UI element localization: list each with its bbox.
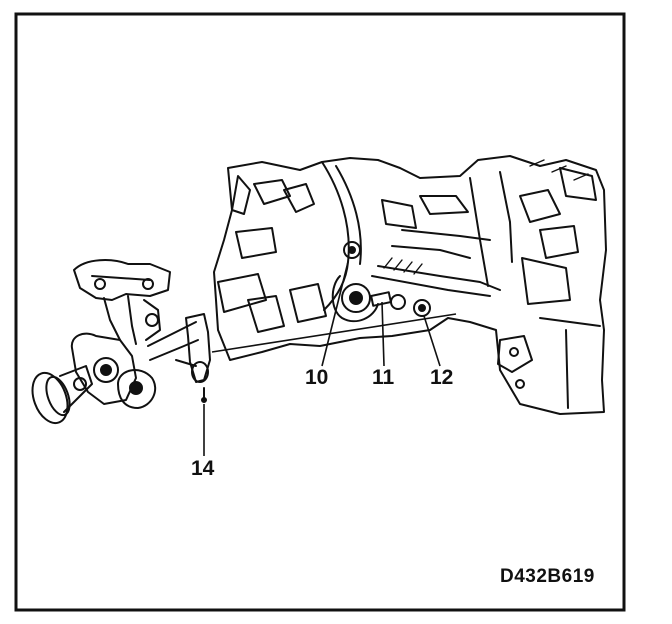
leader-lines — [203, 261, 441, 456]
callout-12: 12 — [430, 366, 454, 389]
oil-pickup-assembly-illustration — [31, 259, 211, 425]
callout-14: 14 — [191, 457, 215, 480]
callout-10: 10 — [305, 366, 329, 389]
alignment-line — [211, 313, 457, 353]
callout-11: 11 — [372, 366, 395, 389]
leader-line-12 — [423, 315, 441, 367]
leader-line-11 — [381, 301, 385, 367]
engine-block-illustration — [213, 155, 607, 415]
figure-frame — [14, 12, 626, 612]
figure-code: D432B619 — [500, 566, 595, 587]
leader-line-10 — [321, 261, 349, 367]
